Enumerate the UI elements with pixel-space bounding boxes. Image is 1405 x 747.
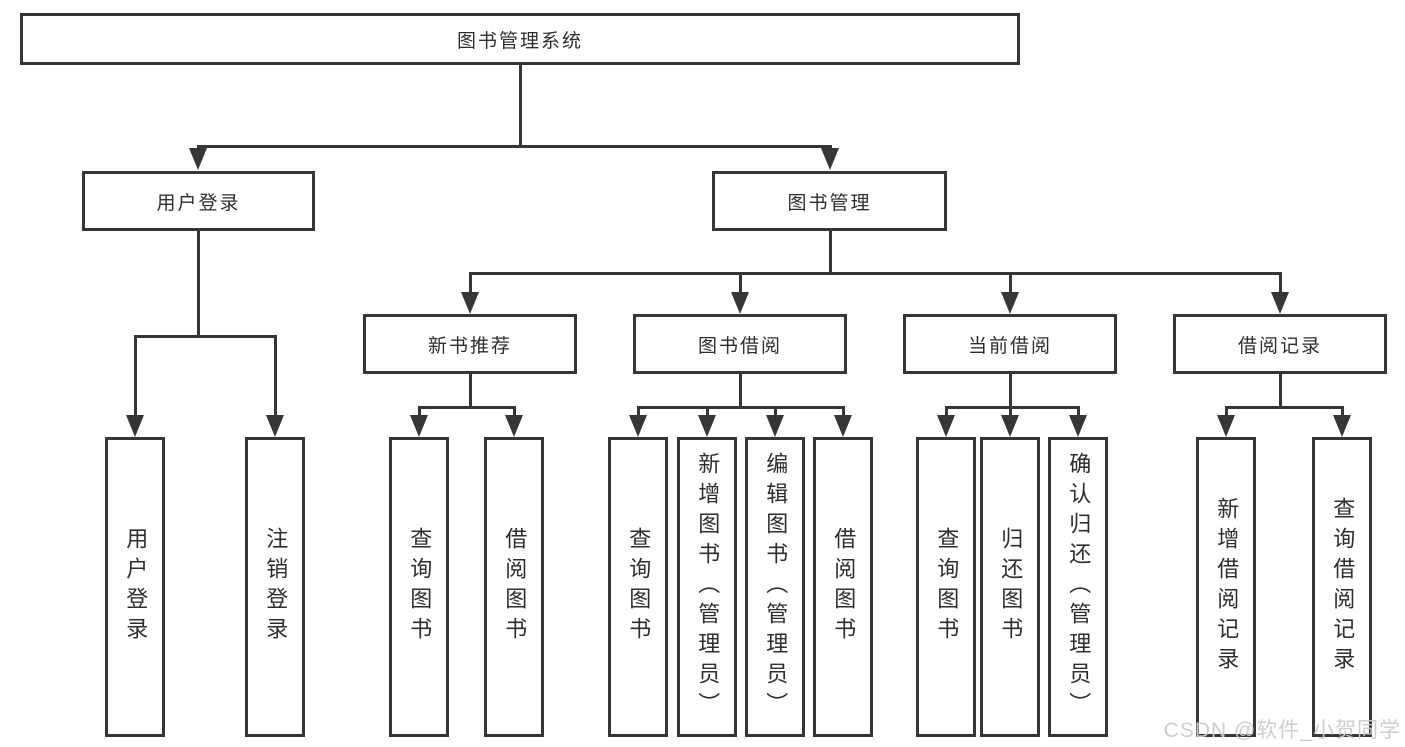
- connector-line: [1008, 406, 1012, 417]
- connector-line: [1278, 374, 1282, 409]
- watermark: CSDN @软件_小贺同学: [1163, 719, 1401, 742]
- connector-line: [738, 272, 742, 294]
- leaf-borrow-books-recommend: 借阅图书: [484, 437, 544, 737]
- node-new-book-recommend: 新书推荐: [363, 314, 577, 374]
- connector-line: [1340, 406, 1344, 417]
- connector-line: [196, 145, 832, 148]
- connector-line: [468, 374, 472, 409]
- connector-line: [773, 406, 777, 417]
- leaf-label: 查询借阅记录: [1330, 497, 1356, 677]
- leaf-query-books-recommend: 查询图书: [389, 437, 449, 737]
- leaf-query-borrow-record: 查询借阅记录: [1312, 437, 1372, 737]
- node-current-borrow: 当前借阅: [903, 314, 1117, 374]
- leaf-label: 借阅图书: [831, 527, 857, 647]
- node-user-login: 用户登录: [82, 171, 315, 231]
- connector-line: [944, 406, 1080, 409]
- node-label: 图书借阅: [697, 335, 782, 357]
- connector-line: [828, 231, 832, 275]
- leaf-user-login: 用户登录: [105, 437, 165, 737]
- connector-line: [273, 335, 277, 417]
- connector-line: [705, 406, 709, 417]
- node-label: 图书管理: [787, 192, 872, 214]
- leaf-label: 新增图书（管理员）: [695, 452, 721, 722]
- leaf-confirm-return-admin: 确认归还（管理员）: [1048, 437, 1108, 737]
- arrow-down-icon: [266, 415, 284, 437]
- arrow-down-icon: [461, 292, 479, 314]
- connector-line: [468, 272, 1282, 275]
- connector-line: [1008, 272, 1012, 294]
- connector-line: [468, 272, 472, 294]
- leaf-query-books-current: 查询图书: [916, 437, 976, 737]
- node-book-borrow: 图书借阅: [633, 314, 847, 374]
- arrow-down-icon: [1001, 415, 1019, 437]
- leaf-label: 新增借阅记录: [1214, 497, 1240, 677]
- arrow-down-icon: [731, 292, 749, 314]
- leaf-add-borrow-record: 新增借阅记录: [1196, 437, 1256, 737]
- leaf-label: 确认归还（管理员）: [1066, 452, 1092, 722]
- leaf-label: 查询图书: [626, 527, 652, 647]
- node-library-system: 图书管理系统: [20, 13, 1020, 65]
- connector-line: [841, 406, 845, 417]
- arrow-down-icon: [505, 415, 523, 437]
- connector-line: [518, 65, 522, 148]
- arrow-down-icon: [629, 415, 647, 437]
- leaf-label: 查询图书: [407, 527, 433, 647]
- connector-line: [196, 231, 200, 338]
- arrow-down-icon: [698, 415, 716, 437]
- arrow-down-icon: [821, 148, 839, 170]
- leaf-return-books: 归还图书: [980, 437, 1040, 737]
- arrow-down-icon: [834, 415, 852, 437]
- leaf-edit-book-admin: 编辑图书（管理员）: [745, 437, 805, 737]
- arrow-down-icon: [1271, 292, 1289, 314]
- node-label: 当前借阅: [967, 335, 1052, 357]
- connector-line: [133, 335, 137, 417]
- connector-line: [417, 406, 516, 409]
- arrow-down-icon: [410, 415, 428, 437]
- connector-line: [636, 406, 845, 409]
- connector-line: [738, 374, 742, 409]
- leaf-logout: 注销登录: [245, 437, 305, 737]
- leaf-label: 查询图书: [934, 527, 960, 647]
- arrow-down-icon: [1001, 292, 1019, 314]
- arrow-down-icon: [126, 415, 144, 437]
- leaf-add-book-admin: 新增图书（管理员）: [677, 437, 737, 737]
- leaf-label: 注销登录: [263, 527, 289, 647]
- leaf-label: 归还图书: [998, 527, 1024, 647]
- node-label: 用户登录: [156, 192, 241, 214]
- connector-line: [1224, 406, 1228, 417]
- node-label: 新书推荐: [427, 335, 512, 357]
- arrow-down-icon: [1069, 415, 1087, 437]
- arrow-down-icon: [937, 415, 955, 437]
- connector-line: [636, 406, 640, 417]
- arrow-down-icon: [766, 415, 784, 437]
- connector-line: [1224, 406, 1344, 409]
- node-label: 借阅记录: [1237, 335, 1322, 357]
- connector-line: [417, 406, 421, 417]
- arrow-down-icon: [1333, 415, 1351, 437]
- node-label: 图书管理系统: [456, 30, 583, 52]
- node-borrow-records: 借阅记录: [1173, 314, 1387, 374]
- connector-line: [944, 406, 948, 417]
- leaf-borrow-books: 借阅图书: [813, 437, 873, 737]
- connector-line: [1076, 406, 1080, 417]
- node-book-management: 图书管理: [712, 171, 947, 231]
- connector-line: [512, 406, 516, 417]
- arrow-down-icon: [1217, 415, 1235, 437]
- leaf-label: 编辑图书（管理员）: [763, 452, 789, 722]
- connector-line: [1278, 272, 1282, 294]
- leaf-query-books-borrow: 查询图书: [608, 437, 668, 737]
- leaf-label: 用户登录: [123, 527, 149, 647]
- leaf-label: 借阅图书: [502, 527, 528, 647]
- connector-line: [133, 335, 277, 338]
- arrow-down-icon: [189, 148, 207, 170]
- connector-line: [1008, 374, 1012, 409]
